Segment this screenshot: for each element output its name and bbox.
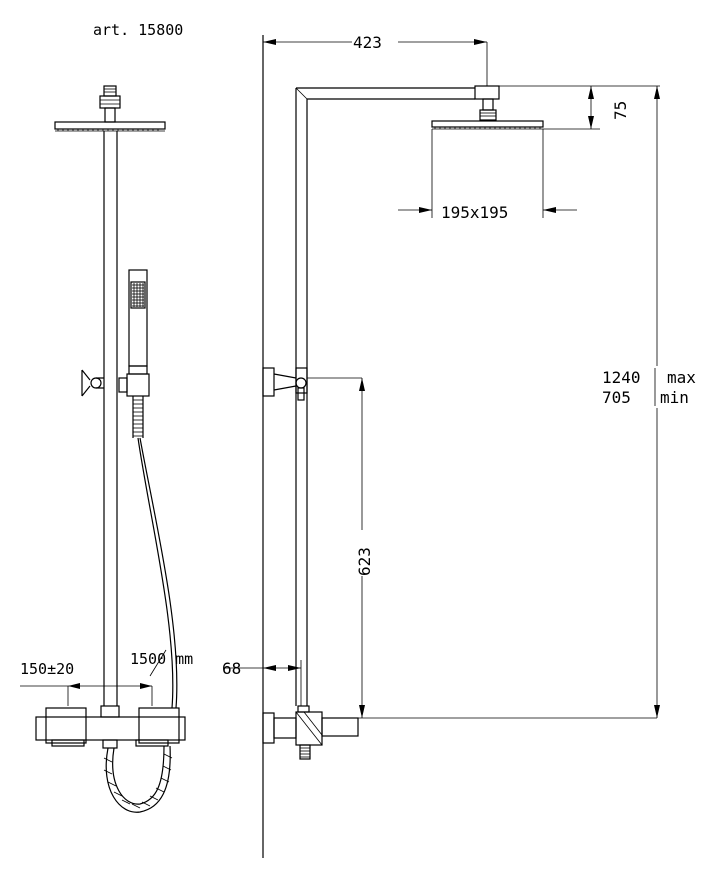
slider-knob-front bbox=[81, 369, 104, 397]
detail-line bbox=[131, 803, 141, 809]
dim-column-min-label: 705 bbox=[602, 388, 631, 407]
dim-head-height-label: 75 bbox=[611, 101, 630, 120]
dim-head-size-label: 195x195 bbox=[441, 203, 508, 222]
slider-side bbox=[262, 367, 362, 401]
hose-upper bbox=[132, 396, 144, 438]
dim-hose-length: 1500 mm bbox=[130, 649, 193, 677]
detail-line bbox=[149, 795, 159, 801]
dim-arm-reach: 423 bbox=[263, 33, 488, 86]
detail-line bbox=[121, 799, 131, 805]
hose-curve bbox=[137, 437, 174, 709]
dim-mixer-spacing: 150±20 bbox=[20, 660, 153, 706]
detail-line bbox=[162, 765, 172, 771]
shower-head-side bbox=[431, 85, 544, 130]
mixer-side bbox=[262, 705, 657, 760]
dim-column-max-unit: max bbox=[667, 368, 696, 387]
dim-wall-offset: 68 bbox=[222, 659, 302, 706]
dim-arm-reach-label: 423 bbox=[353, 33, 382, 52]
arm-column-side bbox=[295, 87, 475, 706]
dim-hose-length-label: 1500 mm bbox=[130, 650, 193, 668]
dim-mixer-spacing-label: 150±20 bbox=[20, 660, 74, 678]
side-view: 423 75 bbox=[222, 33, 720, 858]
shower-head-front bbox=[54, 121, 166, 132]
detail-line bbox=[107, 781, 117, 787]
dim-head-height: 75 bbox=[499, 85, 660, 130]
dim-holder-height: 623 bbox=[352, 378, 374, 718]
detail-line bbox=[155, 787, 165, 793]
head-connector bbox=[99, 85, 121, 123]
dim-column-min-unit: min bbox=[660, 388, 689, 407]
dim-column-height: 1240 max 705 min bbox=[600, 86, 720, 718]
dim-wall-offset-label: 68 bbox=[222, 659, 241, 678]
column-front bbox=[103, 131, 118, 706]
front-view: art. 15800 bbox=[20, 21, 193, 813]
detail-line bbox=[141, 801, 151, 807]
detail-line bbox=[103, 757, 113, 763]
detail-line bbox=[103, 769, 113, 775]
detail-line bbox=[113, 791, 123, 797]
mixer-front bbox=[35, 705, 186, 749]
dim-head-size: 195x195 bbox=[398, 129, 577, 222]
hose-loop bbox=[103, 745, 173, 813]
detail-line bbox=[163, 753, 173, 759]
detail-line bbox=[160, 777, 170, 783]
dim-column-max-label: 1240 bbox=[602, 368, 641, 387]
article-number: art. 15800 bbox=[93, 21, 183, 39]
hand-shower bbox=[118, 269, 150, 397]
dim-holder-height-label: 623 bbox=[355, 547, 374, 576]
